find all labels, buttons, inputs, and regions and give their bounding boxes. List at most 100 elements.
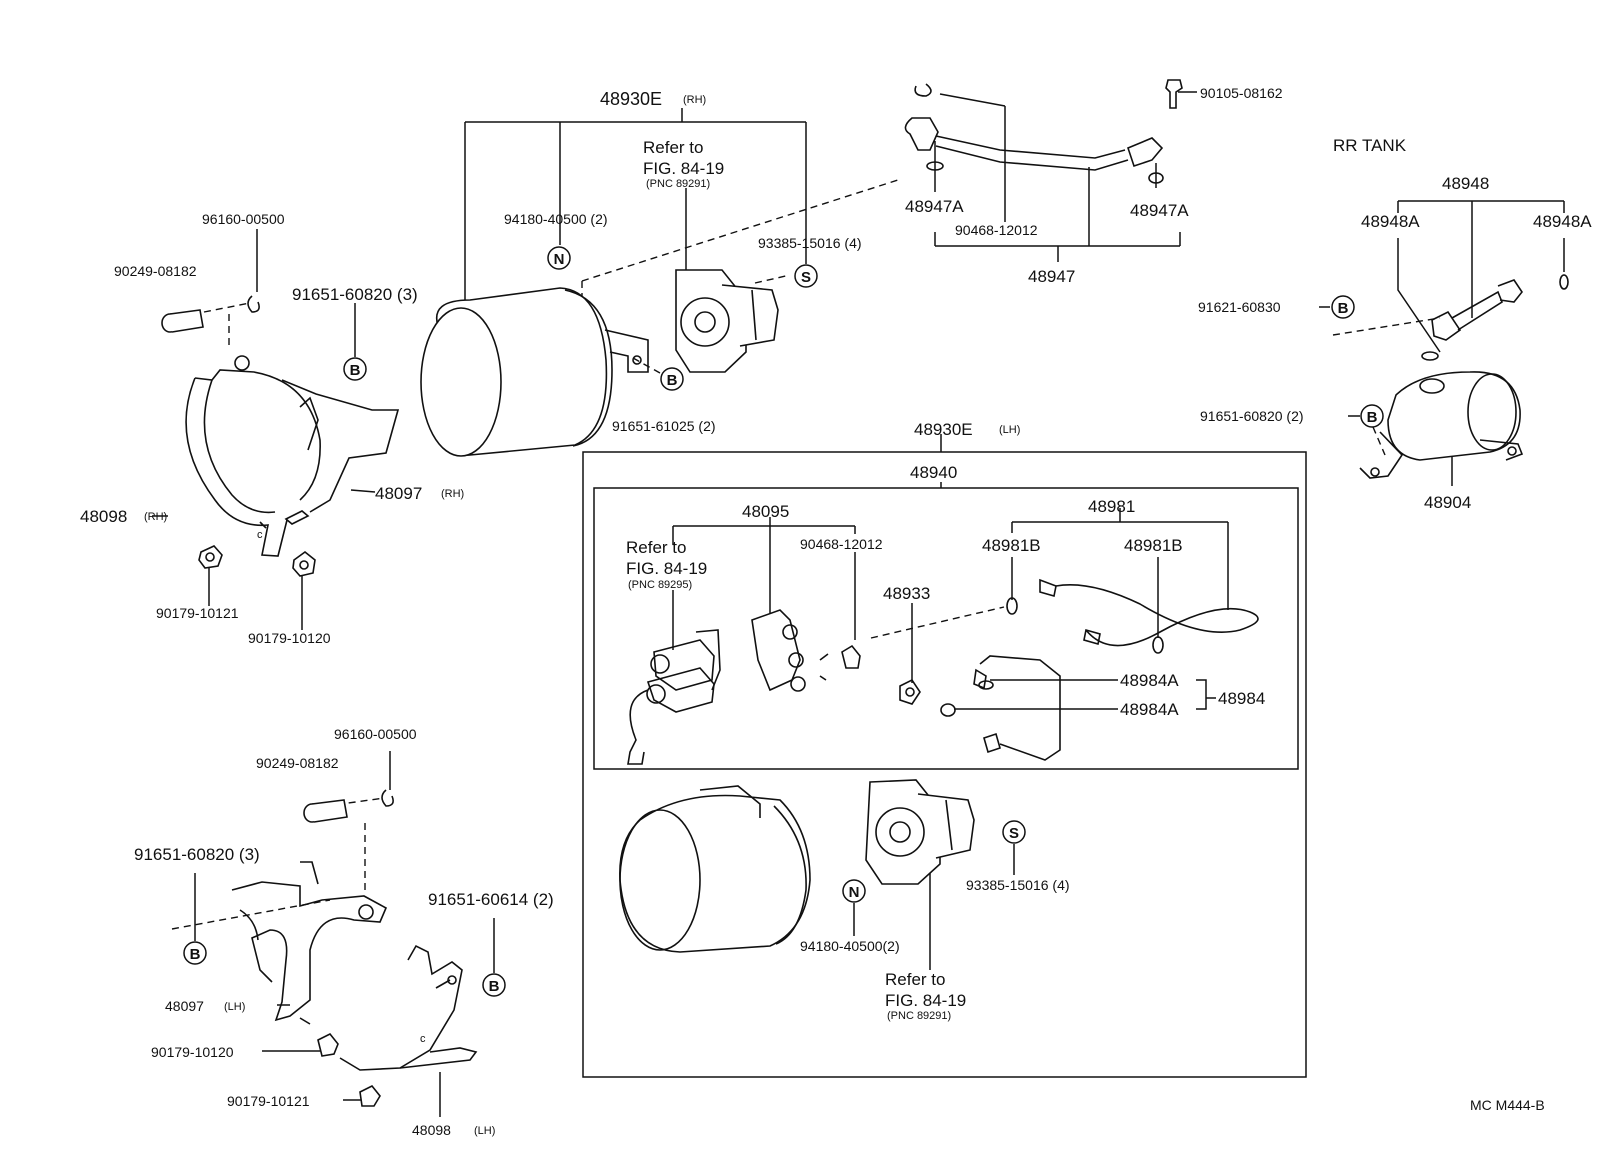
part-bracket-48098-lh: c (317, 944, 478, 1107)
label-48948a-right: 48948A (1533, 212, 1592, 231)
svg-text:B: B (350, 362, 361, 379)
symbol-b-6: B (482, 973, 506, 997)
label-refer-mid-2: FIG. 84-19 (626, 559, 707, 578)
label-91651-60820-top: 91651-60820 (3) (292, 285, 418, 304)
svg-text:S: S (801, 269, 811, 286)
label-48930e-lh: 48930E (914, 420, 973, 439)
label-94180-top: 94180-40500 (2) (504, 211, 608, 227)
symbol-n-1: N (547, 246, 571, 270)
label-90179-10121-top: 90179-10121 (156, 605, 239, 621)
label-48981: 48981 (1088, 497, 1135, 516)
svg-text:B: B (489, 978, 500, 995)
symbol-s-2: S (1002, 820, 1026, 844)
label-refer-mid-1: Refer to (626, 538, 686, 557)
label-90468-mid: 90468-12012 (800, 536, 883, 552)
label-48097-lh: 48097 (165, 998, 204, 1014)
svg-text:B: B (667, 372, 678, 389)
part-tank-48904 (1359, 351, 1524, 479)
label-48098-rh: 48098 (80, 507, 127, 526)
label-48948: 48948 (1442, 174, 1489, 193)
label-90468-top: 90468-12012 (955, 222, 1038, 238)
label-48933: 48933 (883, 584, 930, 603)
label-94180-bottom: 94180-40500(2) (800, 938, 900, 954)
label-48948a-left: 48948A (1361, 212, 1420, 231)
label-48098-rh-side: (RH) (144, 511, 167, 523)
label-91621: 91621-60830 (1198, 299, 1281, 315)
label-48095: 48095 (742, 502, 789, 521)
part-tank-rh (420, 287, 649, 457)
label-48947a-left: 48947A (905, 197, 964, 216)
label-48097-lh-side: (LH) (224, 1001, 245, 1013)
label-91651-60820-bottom: 91651-60820 (3) (134, 845, 260, 864)
svg-text:N: N (554, 251, 565, 268)
label-48940: 48940 (910, 463, 957, 482)
label-90179-10120-top: 90179-10120 (248, 630, 331, 646)
label-refer-bot-3: (PNC 89291) (887, 1010, 951, 1022)
label-90249-top: 90249-08182 (114, 263, 197, 279)
part-pipe-48947 (904, 79, 1183, 184)
label-91651-60614: 91651-60614 (2) (428, 890, 554, 909)
label-48904: 48904 (1424, 493, 1471, 512)
label-90179-10120-bottom: 90179-10120 (151, 1044, 234, 1060)
label-90179-10121-bottom: 90179-10121 (227, 1093, 310, 1109)
symbol-b-4: B (1360, 404, 1384, 428)
labels: 48930E (RH) Refer to FIG. 84-19 (PNC 892… (80, 85, 1592, 1138)
label-93385-top: 93385-15016 (4) (758, 235, 862, 251)
part-bracket-48098-rh: c (185, 355, 400, 557)
part-clip-48933 (899, 678, 921, 705)
label-48981b-right: 48981B (1124, 536, 1183, 555)
label-refer-top-2: FIG. 84-19 (643, 159, 724, 178)
symbol-b-5: B (183, 941, 207, 965)
part-nuts-top (198, 545, 316, 577)
svg-text:B: B (190, 946, 201, 963)
label-48098-lh: 48098 (412, 1122, 451, 1138)
svg-text:S: S (1009, 825, 1019, 842)
symbol-b-2: B (660, 367, 684, 391)
label-48981b-left: 48981B (982, 536, 1041, 555)
symbol-b-3: B (1331, 295, 1355, 319)
label-96160-top: 96160-00500 (202, 211, 285, 227)
label-refer-bot-1: Refer to (885, 970, 945, 989)
svg-text:B: B (1338, 300, 1349, 317)
label-91651-61025: 91651-61025 (2) (612, 418, 716, 434)
label-90249-bottom: 90249-08182 (256, 755, 339, 771)
part-valve-48095 (627, 609, 861, 765)
part-motor-rh (675, 269, 779, 373)
label-refer-top-3: (PNC 89291) (646, 178, 710, 190)
svg-text:B: B (1367, 409, 1378, 426)
label-48984a-1: 48984A (1120, 671, 1179, 690)
label-93385-bottom: 93385-15016 (4) (966, 877, 1070, 893)
label-48947: 48947 (1028, 267, 1075, 286)
label-diagram-code: MC M444-B (1470, 1097, 1545, 1113)
label-48984: 48984 (1218, 689, 1265, 708)
symbol-b-1: B (343, 357, 367, 381)
label-48984a-2: 48984A (1120, 700, 1179, 719)
leader-lines (152, 91, 1565, 1117)
label-refer-top-1: Refer to (643, 138, 703, 157)
label-90105: 90105-08162 (1200, 85, 1283, 101)
label-48930e-rh-side: (RH) (683, 94, 706, 106)
part-bolt-90249-top (161, 295, 260, 333)
part-motor-lh (865, 779, 975, 885)
part-pipe-48948 (1431, 274, 1569, 341)
label-48947a-right: 48947A (1130, 201, 1189, 220)
label-91651-60820-right: 91651-60820 (2) (1200, 408, 1304, 424)
part-tank-lh (619, 785, 811, 953)
label-48097-rh: 48097 (375, 484, 422, 503)
label-96160-bottom: 96160-00500 (334, 726, 417, 742)
part-pipes-48981-48984 (940, 578, 1259, 761)
part-bracket-48097-lh (231, 861, 388, 1025)
svg-text:c: c (257, 529, 263, 541)
svg-text:c: c (420, 1033, 426, 1045)
symbol-s-1: S (794, 264, 818, 288)
label-refer-mid-3: (PNC 89295) (628, 579, 692, 591)
label-48098-lh-side: (LH) (474, 1125, 495, 1137)
label-48097-rh-side: (RH) (441, 488, 464, 500)
symbol-n-2: N (842, 879, 866, 903)
label-48930e-lh-side: (LH) (999, 424, 1020, 436)
svg-text:N: N (849, 884, 860, 901)
label-refer-bot-2: FIG. 84-19 (885, 991, 966, 1010)
label-48930e-rh: 48930E (600, 89, 662, 109)
